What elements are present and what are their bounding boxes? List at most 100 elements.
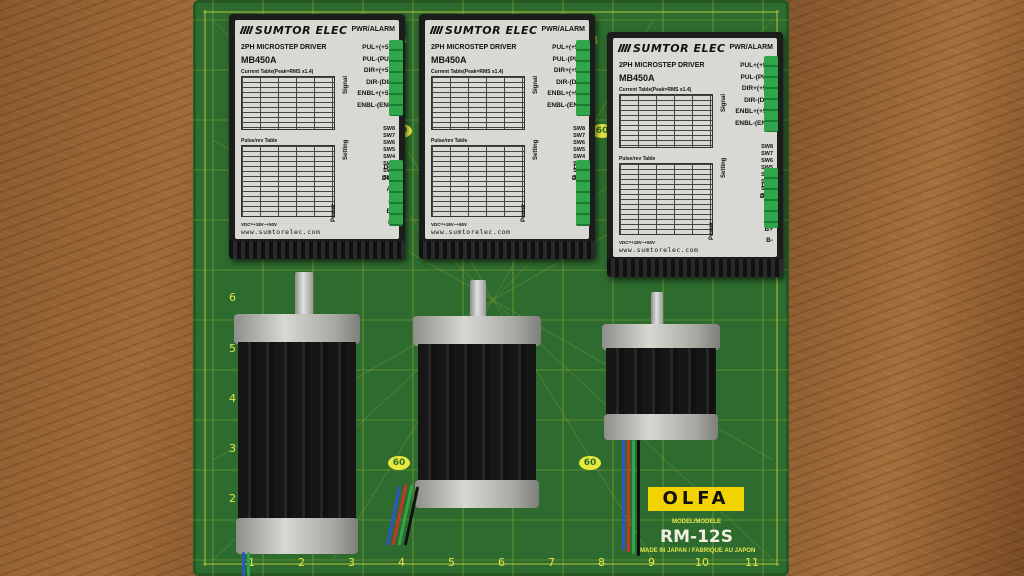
olfa-model-caption: MODEL/MODELE <box>672 519 721 525</box>
driver-brand: SUMTOR ELEC <box>239 24 348 37</box>
wire <box>627 440 630 552</box>
heatsink-fins <box>229 241 405 259</box>
driver-url: www.sumtorelec.com <box>431 228 511 236</box>
signal-list: PUL+(+5V) PUL-(PUL) DIR+(+5V) DIR-(DIR) … <box>547 44 585 109</box>
motor-rear-cap <box>415 480 539 508</box>
brand-logo-icon <box>617 44 633 52</box>
current-table <box>241 76 335 130</box>
mat-bottom-number: 10 <box>695 556 709 569</box>
olfa-made-in: MADE IN JAPAN / FABRIQUE AU JAPON <box>640 548 756 554</box>
driver-label-panel: SUMTOR ELEC PWR/ALARM 2PH MICROSTEP DRIV… <box>235 20 399 239</box>
signal-group-label: Signal <box>343 75 349 94</box>
brand-logo-icon <box>239 26 255 34</box>
power-group-label: Power <box>521 203 527 222</box>
current-table-caption: Current Table(Peak=RMS x1.4) <box>431 69 504 75</box>
motor-body <box>238 342 356 522</box>
pwr-alarm-label: PWR/ALARM <box>351 26 395 33</box>
mat-bottom-number: 1 <box>248 556 255 569</box>
power-group-label: Power <box>331 203 337 222</box>
heatsink-fins <box>419 241 595 259</box>
olfa-logo: OLFA <box>648 487 744 511</box>
signal-list: PUL+(+5V) PUL-(PUL) DIR+(+5V) DIR-(DIR) … <box>357 44 395 109</box>
mat-left-number: 2 <box>229 492 236 505</box>
motor-body <box>418 344 536 484</box>
setting-group-label: Setting <box>343 139 349 160</box>
vdc-rating: VDC=+18V~+50V <box>619 240 656 245</box>
power-group-label: Power <box>709 221 715 240</box>
wire <box>632 440 635 554</box>
signal-group-label: Signal <box>721 93 727 112</box>
wire <box>637 440 640 556</box>
power-terminal-block <box>576 160 590 226</box>
driver-model: MB450A <box>619 73 655 83</box>
mat-bottom-number: 3 <box>348 556 355 569</box>
mat-bottom-number: 9 <box>648 556 655 569</box>
mat-left-number: 5 <box>229 342 236 355</box>
olfa-model-number: RM-12S <box>660 527 733 547</box>
motor-front-flange <box>234 314 360 344</box>
stepper-driver: SUMTOR ELEC PWR/ALARM 2PH MICROSTEP DRIV… <box>229 14 405 259</box>
pulse-table <box>619 163 713 235</box>
current-table <box>619 94 713 148</box>
driver-label-panel: SUMTOR ELEC PWR/ALARM 2PH MICROSTEP DRIV… <box>425 20 589 239</box>
stepper-driver: SUMTOR ELEC PWR/ALARM 2PH MICROSTEP DRIV… <box>419 14 595 259</box>
driver-label-panel: SUMTOR ELEC PWR/ALARM 2PH MICROSTEP DRIV… <box>613 38 777 257</box>
mat-left-number: 4 <box>229 392 236 405</box>
wire <box>247 552 250 576</box>
heatsink-fins <box>607 259 783 277</box>
motor-shaft <box>295 272 313 318</box>
wire <box>622 440 625 550</box>
mat-bottom-number: 7 <box>548 556 555 569</box>
mat-bottom-number: 2 <box>298 556 305 569</box>
mat-bottom-number: 4 <box>398 556 405 569</box>
driver-model: MB450A <box>241 55 277 65</box>
motor-rear-cap <box>604 414 718 440</box>
mat-bottom-number: 8 <box>598 556 605 569</box>
wire <box>242 552 245 576</box>
setting-group-label: Setting <box>721 157 727 178</box>
motor-front-flange <box>413 316 541 346</box>
pwr-alarm-label: PWR/ALARM <box>729 44 773 51</box>
mat-angle-label: 60 <box>388 456 410 470</box>
driver-url: www.sumtorelec.com <box>241 228 321 236</box>
mat-bottom-number: 11 <box>745 556 759 569</box>
pulse-table-caption: Pulse/rev Table <box>431 138 468 144</box>
pulse-table <box>241 145 335 217</box>
power-terminal-block <box>389 160 403 226</box>
pwr-alarm-label: PWR/ALARM <box>541 26 585 33</box>
pulse-table <box>431 145 525 217</box>
power-terminal-block <box>764 168 778 228</box>
mat-bottom-number: 6 <box>498 556 505 569</box>
current-table <box>431 76 525 130</box>
brand-logo-icon <box>429 26 445 34</box>
pulse-table-caption: Pulse/rev Table <box>619 156 656 162</box>
driver-url: www.sumtorelec.com <box>619 246 699 254</box>
mat-angle-label: 60 <box>579 456 601 470</box>
signal-group-label: Signal <box>533 75 539 94</box>
motor-shaft <box>651 292 663 328</box>
signal-terminal-block <box>764 56 778 132</box>
signal-list: PUL+(+5V) PUL-(PUL) DIR+(+5V) DIR-(DIR) … <box>735 62 773 127</box>
signal-terminal-block <box>576 40 590 116</box>
driver-subtitle: 2PH MICROSTEP DRIVER <box>241 44 327 51</box>
motor-shaft <box>470 280 486 320</box>
pulse-table-caption: Pulse/rev Table <box>241 138 278 144</box>
current-table-caption: Current Table(Peak=RMS x1.4) <box>241 69 314 75</box>
driver-brand: SUMTOR ELEC <box>617 42 726 55</box>
signal-terminal-block <box>389 40 403 116</box>
mat-left-number: 3 <box>229 442 236 455</box>
driver-brand: SUMTOR ELEC <box>429 24 538 37</box>
motor-rear-cap <box>236 518 358 554</box>
driver-model: MB450A <box>431 55 467 65</box>
vdc-rating: VDC=+18V~+50V <box>241 222 278 227</box>
motor-front-flange <box>602 324 720 350</box>
current-table-caption: Current Table(Peak=RMS x1.4) <box>619 87 692 93</box>
vdc-rating: VDC=+18V~+50V <box>431 222 468 227</box>
mat-bottom-number: 5 <box>448 556 455 569</box>
stepper-driver: SUMTOR ELEC PWR/ALARM 2PH MICROSTEP DRIV… <box>607 32 783 277</box>
mat-left-number: 6 <box>229 291 236 304</box>
driver-subtitle: 2PH MICROSTEP DRIVER <box>431 44 517 51</box>
motor-body <box>606 348 716 416</box>
setting-group-label: Setting <box>533 139 539 160</box>
